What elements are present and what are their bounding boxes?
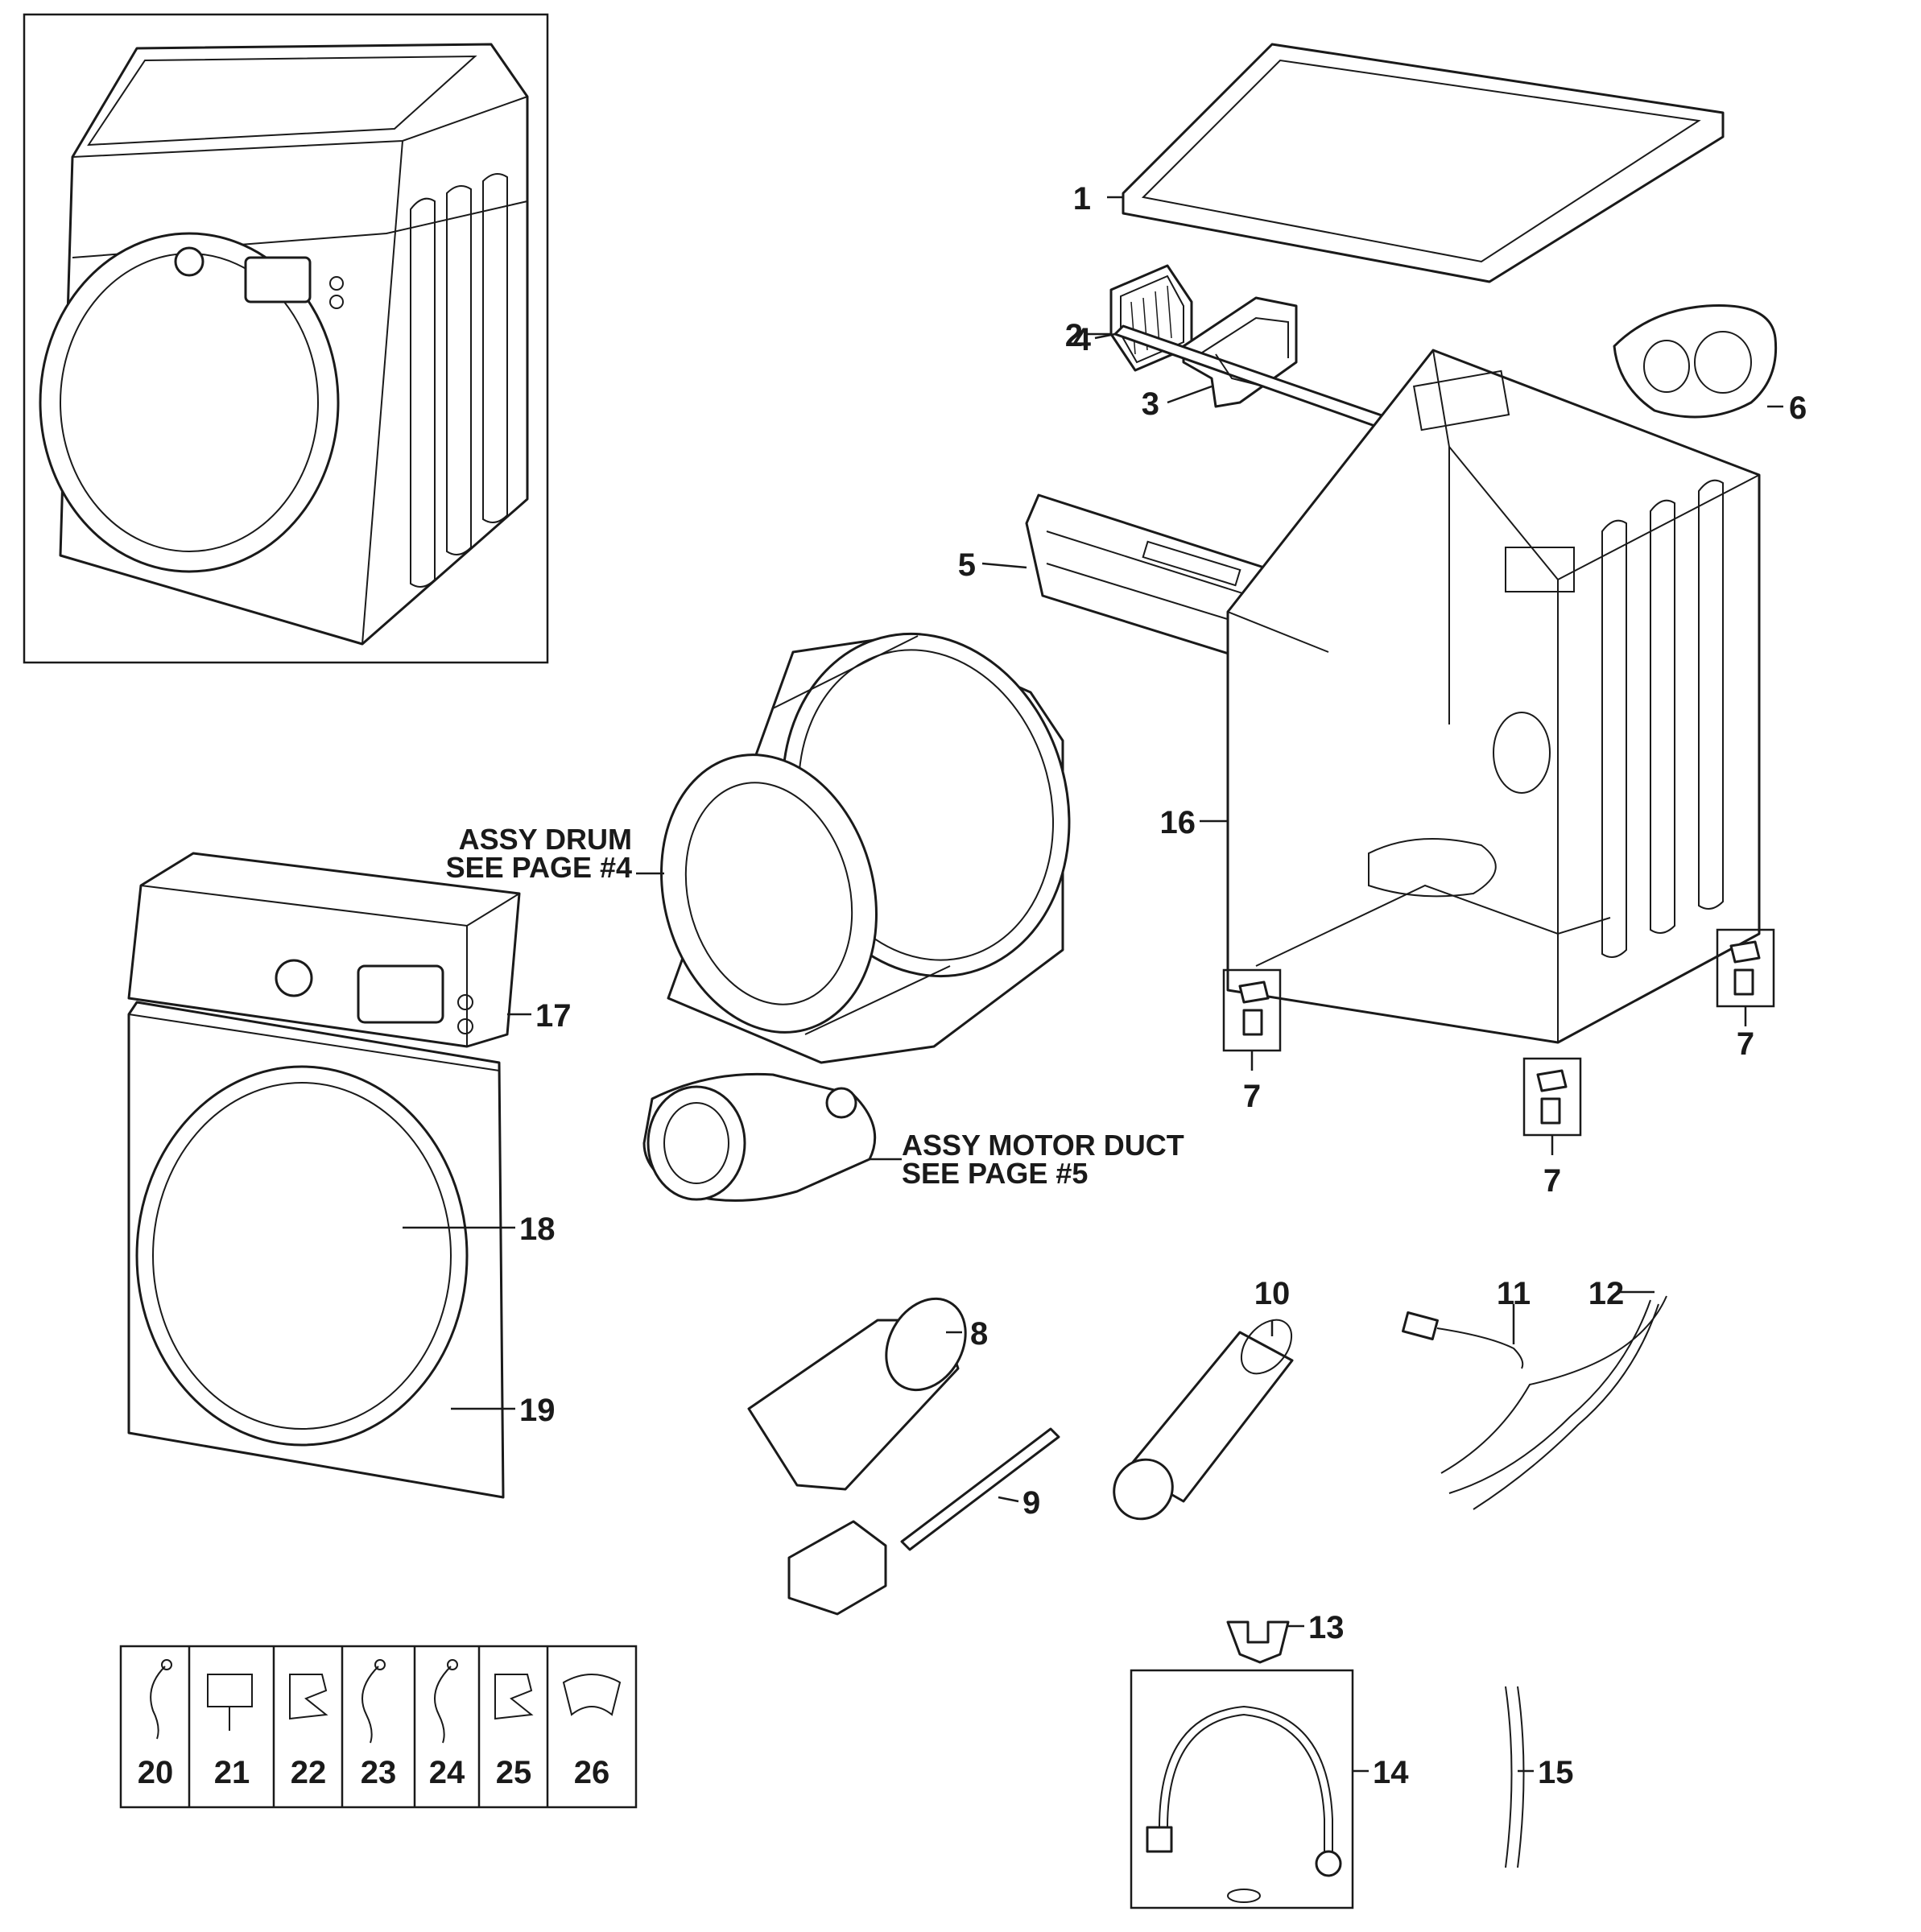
callout-1: 1: [1073, 181, 1091, 217]
assy-drum-label: ASSY DRUM: [459, 823, 632, 856]
assy-drum-page-ref: SEE PAGE #4: [446, 851, 632, 884]
callout-15: 15: [1538, 1755, 1574, 1790]
part-inlet-hose: [1130, 1669, 1369, 1909]
clip-label-21: 21: [214, 1755, 250, 1790]
clip-icon-22: [289, 1674, 328, 1720]
reference-dryer-image: [23, 13, 549, 664]
callout-18: 18: [519, 1212, 556, 1247]
part-front-panel: [127, 1001, 515, 1499]
callout-13: 13: [1308, 1610, 1345, 1645]
callout-14: 14: [1373, 1755, 1409, 1790]
part-power-cord: [1402, 1304, 1524, 1369]
callout-7-center: 7: [1543, 1163, 1561, 1199]
part-leveling-foot-right: [1716, 928, 1775, 1026]
callout-11: 11: [1497, 1276, 1531, 1311]
callout-19: 19: [519, 1393, 556, 1428]
clip-icon-25: [494, 1674, 534, 1720]
clip-icon-23: [361, 1659, 386, 1744]
clip-label-22: 22: [291, 1755, 327, 1790]
part-cabinet: [1200, 349, 1761, 1044]
callout-7-left: 7: [1243, 1079, 1261, 1114]
callout-2: 2: [1065, 318, 1083, 353]
callout-3: 3: [1142, 386, 1159, 422]
clip-icon-24: [434, 1659, 458, 1744]
callout-9: 9: [1022, 1485, 1040, 1521]
part-duct-cover: [1613, 304, 1783, 419]
assy-motor-duct-page-ref: SEE PAGE #5: [902, 1157, 1088, 1190]
callout-8: 8: [970, 1316, 988, 1352]
callout-10: 10: [1254, 1276, 1291, 1311]
clip-icon-20: [150, 1659, 172, 1740]
assy-drum-illustration: [636, 632, 1071, 1064]
callout-6: 6: [1789, 390, 1807, 426]
clip-label-23: 23: [361, 1755, 397, 1790]
part-y-connector: [1226, 1620, 1304, 1664]
assy-motor-duct-illustration: [642, 1072, 902, 1202]
clip-label-25: 25: [496, 1755, 532, 1790]
callout-12: 12: [1588, 1276, 1625, 1311]
part-control-panel: [127, 852, 531, 1048]
part-wire-harness: [1440, 1290, 1667, 1510]
clip-label-26: 26: [574, 1755, 610, 1790]
clip-icon-26: [562, 1674, 622, 1716]
callout-5: 5: [958, 547, 976, 583]
part-exhaust-duct: [1113, 1319, 1294, 1521]
callout-17: 17: [535, 998, 572, 1034]
part-gas-valve: [787, 1427, 1060, 1616]
clip-label-24: 24: [429, 1755, 465, 1790]
assy-motor-duct-label: ASSY MOTOR DUCT: [902, 1129, 1184, 1162]
part-heater-housing: [747, 1297, 967, 1491]
part-leveling-foot-center: [1522, 1057, 1582, 1155]
clip-strip-table: [119, 1645, 638, 1809]
callout-4: 4: [1073, 322, 1092, 357]
part-top-panel: [1107, 43, 1725, 283]
clip-icon-21: [207, 1674, 253, 1731]
clip-label-20: 20: [138, 1755, 174, 1790]
part-leveling-foot-left: [1222, 968, 1282, 1071]
callout-7-right: 7: [1737, 1026, 1754, 1062]
part-drain-hose: [1505, 1686, 1534, 1868]
callout-16: 16: [1160, 805, 1196, 840]
